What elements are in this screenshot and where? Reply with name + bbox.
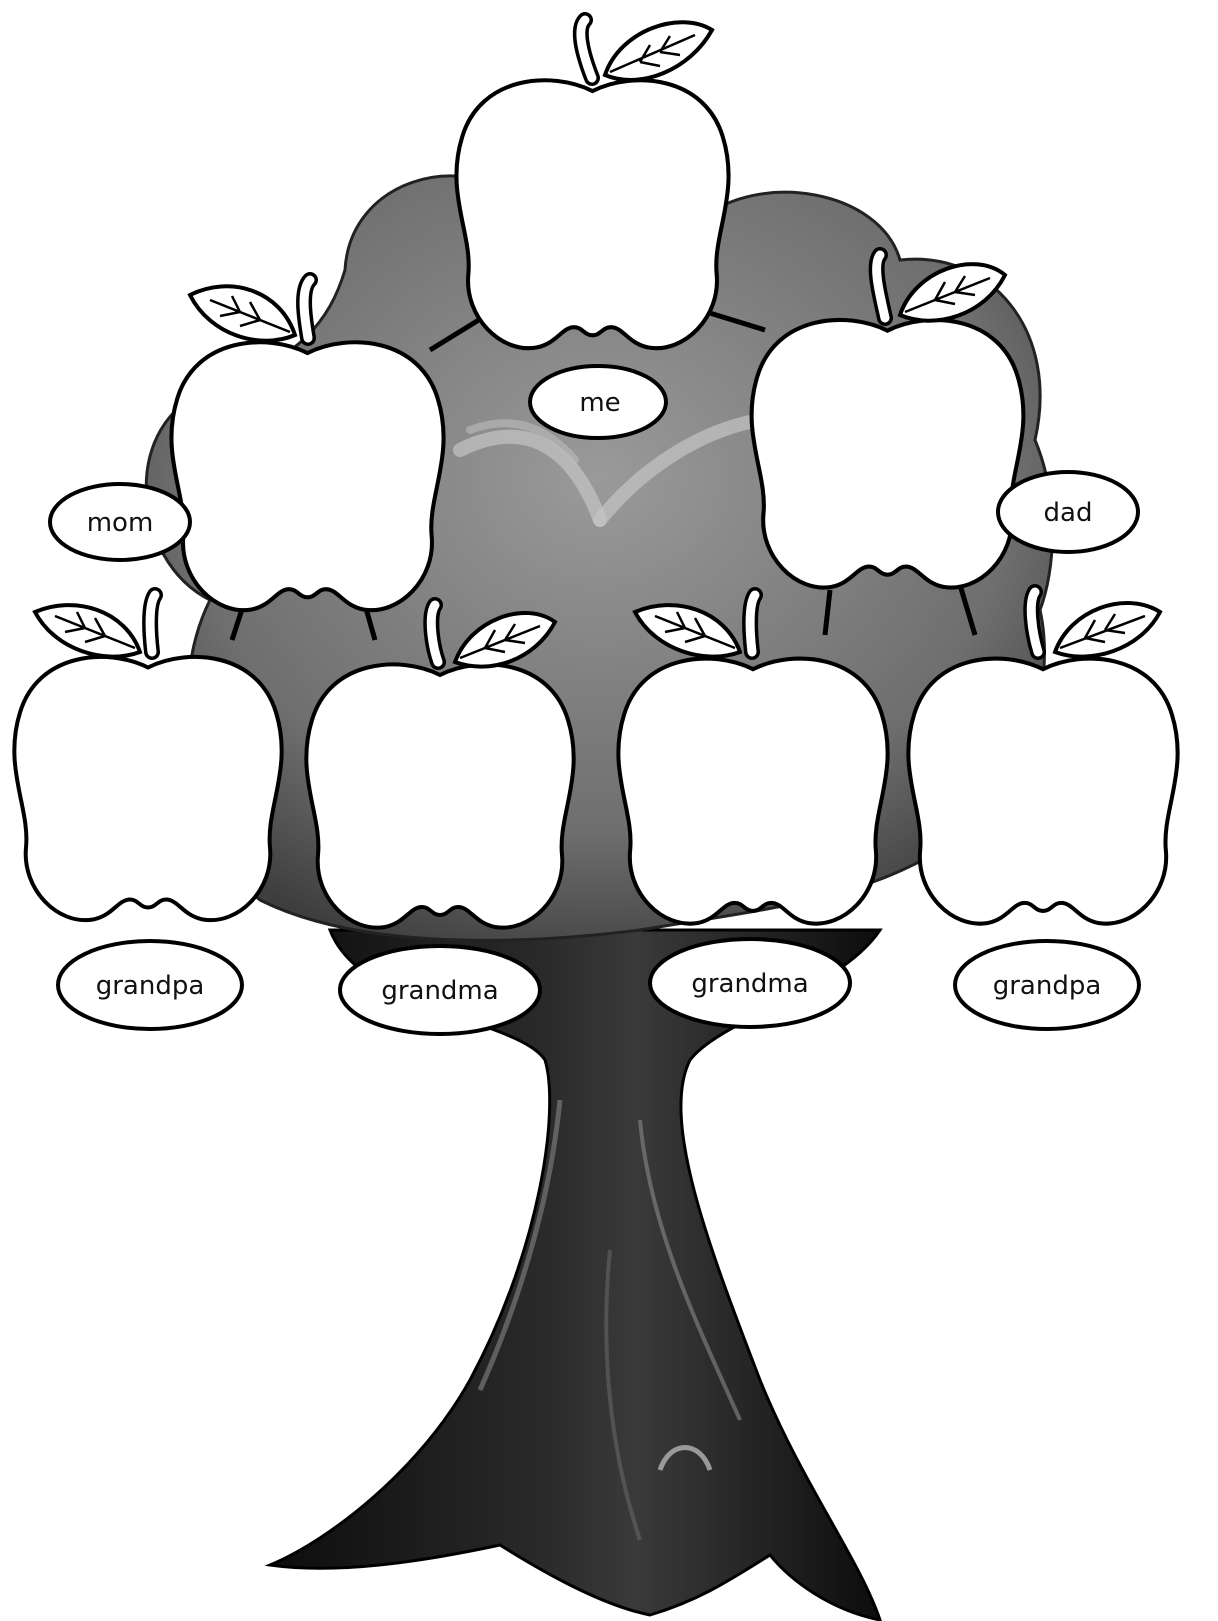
tree-trunk [270,930,880,1620]
label-mom-text: mom [87,508,154,538]
label-me-text: me [579,388,620,418]
label-me: me [530,366,666,438]
label-grandpa-left-text: grandpa [96,971,205,1001]
leaf-icon [35,605,140,656]
label-grandma-left: grandma [340,946,540,1034]
label-dad-text: dad [1044,498,1093,528]
label-grandpa-right-text: grandpa [993,971,1102,1001]
apple-me [456,20,728,348]
label-grandpa-right: grandpa [955,941,1139,1029]
label-grandpa-left: grandpa [58,941,242,1029]
label-grandma-right: grandma [650,939,850,1027]
label-dad: dad [998,472,1138,552]
label-mom: mom [50,484,190,560]
label-grandma-left-text: grandma [381,976,498,1006]
label-grandma-right-text: grandma [691,969,808,999]
